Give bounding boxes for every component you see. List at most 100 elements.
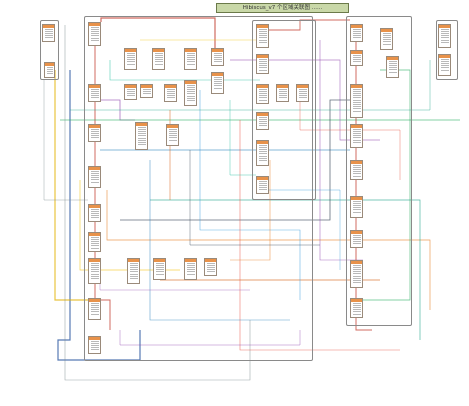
- entity-field: [90, 238, 99, 240]
- entity-table[interactable]: [211, 72, 224, 94]
- entity-table[interactable]: [88, 258, 101, 284]
- entity-field: [258, 97, 267, 99]
- entity-field: [186, 86, 195, 88]
- entity-field: [90, 133, 99, 135]
- entity-table[interactable]: [135, 122, 148, 150]
- entity-table[interactable]: [124, 48, 137, 70]
- entity-table[interactable]: [166, 124, 179, 146]
- entity-table[interactable]: [204, 258, 217, 276]
- entity-field: [258, 30, 267, 32]
- entity-table[interactable]: [44, 62, 55, 78]
- entity-field: [186, 264, 195, 266]
- entity-table[interactable]: [88, 298, 101, 320]
- entity-table[interactable]: [88, 124, 101, 142]
- entity-table[interactable]: [350, 50, 363, 66]
- entity-table[interactable]: [88, 22, 101, 46]
- entity-field: [44, 30, 53, 32]
- entity-field: [155, 273, 164, 275]
- entity-field: [90, 309, 99, 311]
- entity-field: [352, 200, 361, 202]
- entity-table[interactable]: [88, 232, 101, 252]
- entity-field: [258, 155, 267, 157]
- entity-table[interactable]: [88, 84, 101, 102]
- entity-table[interactable]: [88, 166, 101, 188]
- entity-table[interactable]: [164, 84, 177, 102]
- entity-field: [213, 59, 222, 61]
- entity-field: [258, 160, 267, 161]
- entity-field: [44, 37, 53, 39]
- entity-table[interactable]: [350, 160, 363, 180]
- entity-header: [136, 123, 147, 126]
- entity-field: [90, 271, 99, 273]
- entity-field: [352, 95, 361, 97]
- relationship-line: [239, 120, 400, 351]
- entity-field: [166, 88, 175, 90]
- relationship-line: [230, 160, 271, 261]
- relationship-line: [79, 180, 180, 271]
- entity-field: [258, 180, 267, 182]
- entity-field: [186, 97, 195, 99]
- entity-table[interactable]: [256, 84, 269, 104]
- entity-field: [352, 313, 361, 315]
- entity-field: [258, 121, 267, 123]
- entity-field: [155, 271, 164, 273]
- entity-table[interactable]: [88, 336, 101, 354]
- entity-field: [258, 125, 267, 127]
- entity-table[interactable]: [350, 124, 363, 148]
- entity-header: [351, 51, 362, 54]
- entity-field: [90, 267, 99, 269]
- entity-field: [352, 93, 361, 95]
- entity-field: [440, 65, 449, 67]
- entity-field: [166, 90, 175, 92]
- entity-table[interactable]: [350, 260, 363, 288]
- entity-table[interactable]: [211, 48, 224, 66]
- entity-table[interactable]: [88, 204, 101, 222]
- entity-field: [90, 26, 99, 28]
- entity-table[interactable]: [438, 54, 451, 76]
- entity-table[interactable]: [256, 176, 269, 194]
- entity-table[interactable]: [256, 112, 269, 130]
- entity-table[interactable]: [256, 140, 269, 166]
- entity-header: [257, 141, 268, 144]
- entity-field: [352, 33, 361, 35]
- entity-table[interactable]: [438, 24, 451, 48]
- entity-field: [129, 278, 138, 279]
- entity-table[interactable]: [124, 84, 137, 100]
- entity-table[interactable]: [140, 84, 153, 98]
- entity-header: [89, 85, 100, 88]
- entity-field: [352, 277, 361, 279]
- entity-field: [90, 97, 99, 99]
- entity-table[interactable]: [386, 56, 399, 78]
- entity-header: [89, 23, 100, 26]
- entity-table[interactable]: [256, 54, 269, 74]
- entity-field: [129, 273, 138, 275]
- entity-table[interactable]: [256, 24, 269, 48]
- entity-table[interactable]: [184, 48, 197, 70]
- entity-table[interactable]: [296, 84, 309, 102]
- entity-table[interactable]: [127, 258, 140, 284]
- schema-group: [40, 20, 59, 80]
- entity-table[interactable]: [380, 28, 393, 50]
- entity-table[interactable]: [184, 258, 197, 280]
- entity-field: [168, 130, 177, 132]
- entity-table[interactable]: [350, 298, 363, 318]
- entity-table[interactable]: [153, 258, 166, 280]
- entity-table[interactable]: [350, 196, 363, 218]
- entity-table[interactable]: [152, 48, 165, 70]
- entity-table[interactable]: [350, 230, 363, 248]
- entity-table[interactable]: [350, 24, 363, 42]
- entity-field: [352, 169, 361, 171]
- entity-header: [43, 25, 54, 28]
- entity-field: [90, 311, 99, 313]
- entity-table[interactable]: [42, 24, 55, 42]
- entity-table[interactable]: [276, 84, 289, 102]
- entity-field: [142, 88, 151, 90]
- entity-field: [126, 57, 135, 59]
- entity-table[interactable]: [350, 84, 363, 118]
- entity-field: [352, 211, 361, 213]
- entity-table[interactable]: [184, 80, 197, 106]
- entity-field: [129, 269, 138, 271]
- entity-field: [44, 33, 53, 35]
- entity-field: [90, 349, 99, 351]
